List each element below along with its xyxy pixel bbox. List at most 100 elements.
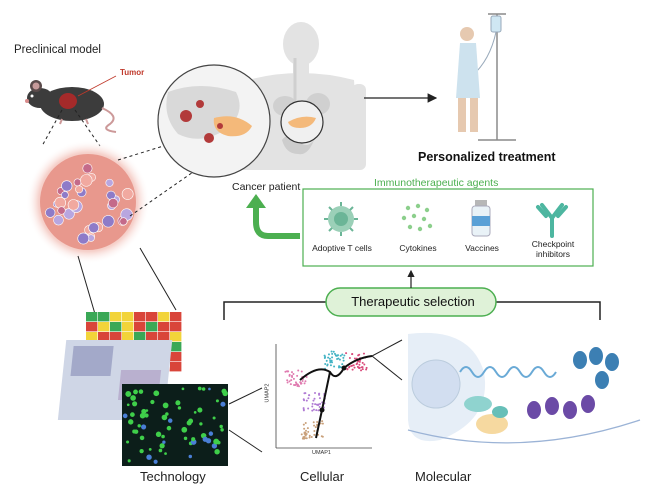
- umap-cell-point: [365, 366, 368, 369]
- umap-cell-point: [358, 353, 361, 356]
- umap-cell-point: [302, 423, 305, 426]
- umap-cell-point: [319, 402, 322, 405]
- fluorescence-spot: [144, 413, 149, 418]
- cellular-label: Cellular: [300, 469, 345, 484]
- umap-cell-point: [302, 408, 305, 411]
- heatmap-cell: [134, 312, 146, 322]
- tumor-section: [26, 140, 150, 264]
- umap-cell-point: [310, 436, 313, 439]
- tumor-cell: [82, 163, 93, 174]
- fluorescence-spot: [183, 436, 188, 441]
- umap-cell-point: [317, 409, 320, 412]
- umap-cell-point: [308, 434, 311, 437]
- umap-x-label: UMAP1: [312, 450, 331, 456]
- umap-cell-point: [308, 436, 311, 439]
- dashed-connector: [41, 109, 63, 147]
- fluorescence-spot: [162, 402, 169, 409]
- umap-cell-point: [339, 354, 342, 357]
- tumor-cell: [102, 215, 115, 228]
- tumor-label: Tumor: [120, 68, 145, 77]
- umap-cell-point: [330, 350, 333, 353]
- fluorescence-spot: [153, 459, 158, 464]
- fluorescence-spot: [165, 412, 169, 416]
- umap-cell-point: [290, 379, 293, 382]
- tumor-cell: [119, 217, 128, 226]
- heatmap-cell: [98, 332, 110, 342]
- heatmap-cell: [86, 332, 98, 342]
- tumor-cell: [53, 214, 64, 226]
- heatmap-cell: [134, 322, 146, 332]
- umap-cell-point: [327, 353, 330, 356]
- tumor-cell: [108, 198, 119, 209]
- tumor-cell: [73, 178, 82, 187]
- umap-cell-point: [338, 366, 341, 369]
- fluorescence-spot: [159, 443, 165, 449]
- fluorescence-spot: [214, 448, 220, 455]
- fluorescence-spot: [146, 454, 152, 460]
- umap-cell-point: [312, 421, 315, 424]
- heatmap-cell: [110, 332, 122, 342]
- connector-line: [139, 247, 177, 311]
- adoptive-t-cell-icon: [324, 202, 358, 236]
- umap-cell-point: [346, 368, 349, 371]
- umap-cell-point: [361, 368, 364, 371]
- umap-cell-point: [348, 356, 351, 359]
- umap-cell-point: [305, 376, 308, 379]
- heatmap-cell: [110, 312, 122, 322]
- fluorescence-spot: [220, 401, 226, 407]
- fluorescence-spot: [201, 433, 204, 437]
- cytokines-icon: [401, 203, 433, 232]
- heatmap-cell: [110, 322, 122, 332]
- mouse-illustration: [25, 80, 117, 133]
- fluorescence-spot: [141, 408, 147, 415]
- fluorescence-spot: [139, 435, 145, 441]
- umap-cell-point: [304, 434, 307, 437]
- umap-cell-point: [300, 433, 303, 436]
- umap-cell-point: [290, 374, 293, 377]
- fluorescence-spot: [137, 424, 141, 428]
- fluorescence-spot: [153, 390, 160, 397]
- preclinical-model-label: Preclinical model: [14, 44, 101, 56]
- heatmap-cell: [170, 322, 182, 332]
- technology-label: Technology: [140, 469, 206, 484]
- umap-cell-point: [332, 350, 335, 353]
- molecular-illustration: [407, 332, 641, 444]
- umap-cell-point: [296, 385, 299, 388]
- tumor-cell: [88, 222, 100, 234]
- tumor-cell: [57, 206, 66, 215]
- umap-cell-point: [338, 358, 341, 361]
- fluorescence-spot: [127, 459, 131, 463]
- pancreas-zoom: [280, 100, 324, 144]
- heatmap-cell: [146, 332, 158, 342]
- umap-cell-point: [288, 380, 291, 383]
- umap-cell-point: [307, 430, 310, 433]
- umap-cell-point: [305, 433, 308, 436]
- agent-label-checkpoint: Checkpoint inhibitors: [531, 239, 575, 259]
- fluorescence-spot: [138, 389, 144, 394]
- tumor-cell: [45, 207, 56, 218]
- heatmap-cell: [158, 322, 170, 332]
- heatmap-cell: [146, 312, 158, 322]
- fluorescence-spot: [128, 419, 134, 425]
- patient-organ-zoom: [157, 64, 271, 178]
- fluorescence-spot: [133, 389, 138, 395]
- umap-cell-point: [318, 392, 321, 395]
- heatmap-cell: [158, 332, 170, 342]
- iv-patient-illustration: [456, 13, 516, 141]
- umap-cell-point: [351, 368, 354, 371]
- umap-cell-point: [289, 383, 292, 386]
- heatmap-cell: [158, 312, 170, 322]
- umap-cell-point: [304, 422, 307, 425]
- fluorescence-spot: [221, 388, 227, 394]
- agent-label-vaccines: Vaccines: [465, 243, 499, 253]
- vaccine-vial-icon: [471, 200, 491, 237]
- umap-cell-point: [356, 365, 359, 368]
- umap-cell-point: [311, 405, 314, 408]
- fluorescence-spot: [167, 418, 173, 423]
- green-arrow-head: [246, 194, 266, 208]
- umap-cell-point: [341, 363, 344, 366]
- heatmap-cell: [86, 322, 98, 332]
- umap-cell-point: [305, 437, 308, 440]
- umap-cell-point: [300, 382, 303, 385]
